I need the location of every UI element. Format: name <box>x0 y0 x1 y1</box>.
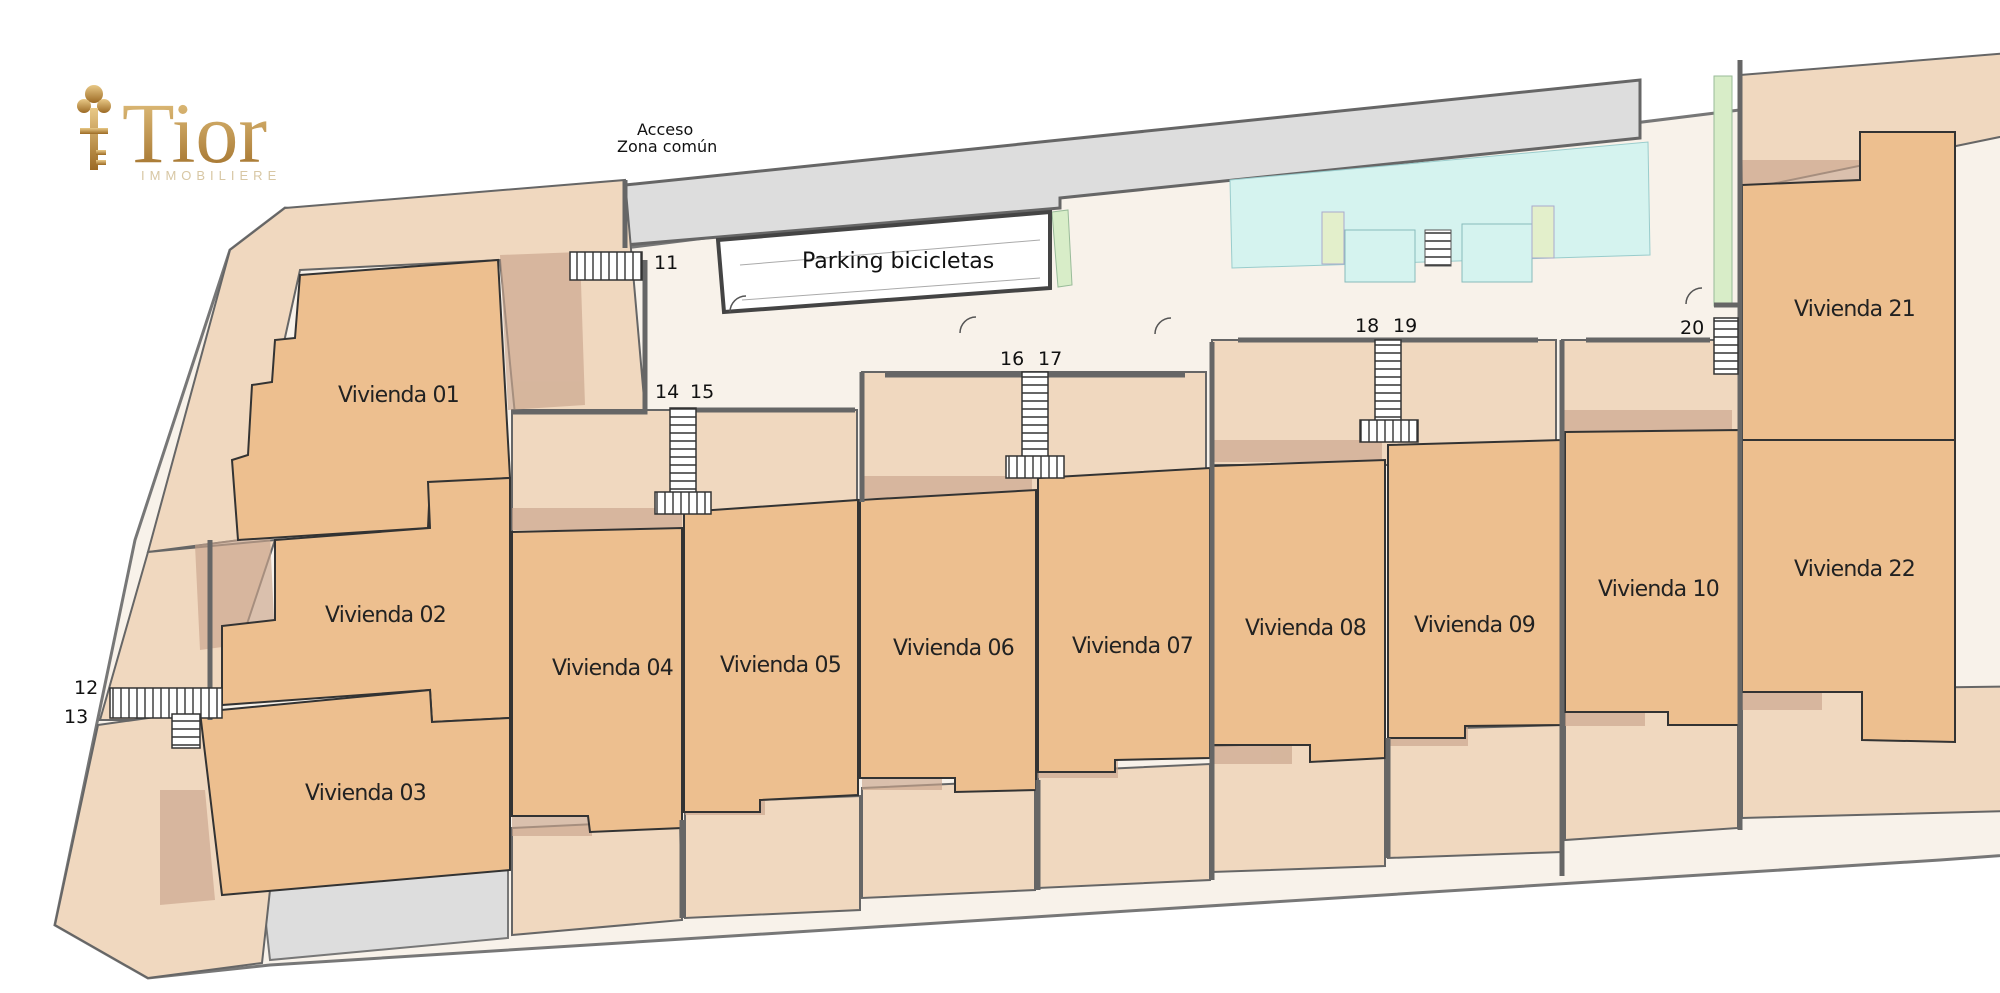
unit-label: Vivienda 21 <box>1794 297 1915 322</box>
key-icon <box>77 85 111 170</box>
green-strip-right <box>1713 75 1733 307</box>
parking-label: Parking bicicletas <box>802 249 994 274</box>
stair-number: 15 <box>690 381 714 403</box>
unit-label: Vivienda 06 <box>893 636 1014 661</box>
green-strip-parking <box>1051 209 1073 288</box>
unit-04-shape[interactable] <box>511 526 683 834</box>
stair-numbers: 11 12 13 14 15 16 17 18 19 20 <box>64 252 1704 728</box>
stair-number: 14 <box>655 381 679 403</box>
stair-number: 13 <box>64 706 88 728</box>
stair-20 <box>1713 317 1739 375</box>
bike-parking: Parking bicicletas <box>715 209 1052 315</box>
stair-13-run <box>171 713 201 749</box>
unit-label: Vivienda 03 <box>305 781 426 806</box>
unit-label: Vivienda 22 <box>1794 557 1915 582</box>
unit-label: Vivienda 09 <box>1414 613 1535 638</box>
brand-name: Tior <box>122 85 267 181</box>
access-label: Acceso Zona común <box>617 120 717 156</box>
unit-label: Vivienda 04 <box>552 656 673 681</box>
unit-label: Vivienda 05 <box>720 653 841 678</box>
stair-12-13 <box>109 687 223 719</box>
unit-label: Vivienda 02 <box>325 603 446 628</box>
stair-number: 16 <box>1000 348 1024 370</box>
unit-label: Vivienda 01 <box>338 383 459 408</box>
unit-03-shape[interactable] <box>198 688 511 897</box>
unit-label: Vivienda 07 <box>1072 634 1193 659</box>
unit-label: Vivienda 10 <box>1598 577 1719 602</box>
units <box>198 131 1956 897</box>
stair-14-15 <box>669 407 697 499</box>
unit-06-shape[interactable] <box>859 488 1037 794</box>
access-line-1: Acceso <box>637 120 693 139</box>
unit-05-shape[interactable] <box>683 498 859 813</box>
stair-number: 20 <box>1680 317 1704 339</box>
stair-number: 12 <box>74 677 98 699</box>
unit-08-shape[interactable] <box>1211 458 1386 764</box>
stair-16-17 <box>1021 371 1049 463</box>
unit-07-shape[interactable] <box>1037 466 1211 773</box>
pool-area <box>1229 141 1651 283</box>
stair-number: 17 <box>1038 348 1062 370</box>
unit-label: Vivienda 08 <box>1245 616 1366 641</box>
brand-logo: Tior IMMOBILIERE <box>77 85 281 183</box>
stairs <box>109 251 1739 749</box>
unit-09-shape[interactable] <box>1387 438 1563 739</box>
unit-labels: Vivienda 01 Vivienda 02 Vivienda 03 Vivi… <box>305 297 1916 806</box>
stair-number: 18 <box>1355 315 1379 337</box>
doors <box>729 287 1703 335</box>
stair-number: 19 <box>1393 315 1417 337</box>
stair-number: 11 <box>654 252 678 274</box>
stair-18-19 <box>1374 339 1402 429</box>
access-line-2: Zona común <box>617 137 717 156</box>
stair-11 <box>569 251 643 281</box>
brand-subtitle: IMMOBILIERE <box>141 168 281 183</box>
